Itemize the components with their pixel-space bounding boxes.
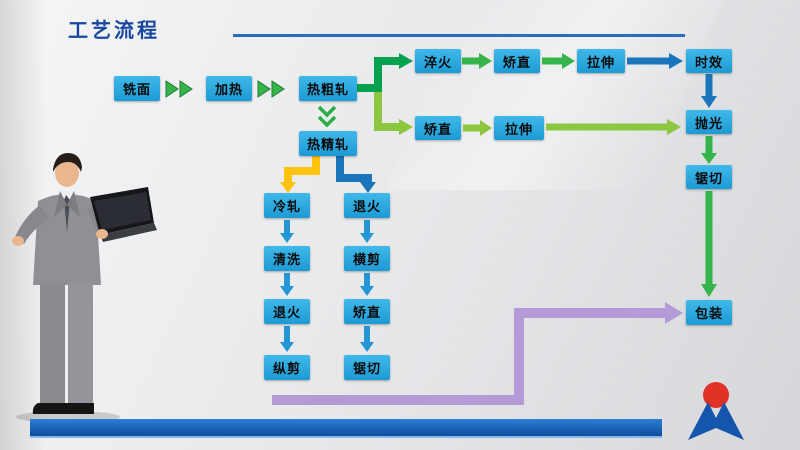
connector-hot-rough-quench — [357, 53, 413, 92]
slide-title: 工艺流程 — [68, 18, 160, 42]
connector-hot-finish-anneal — [336, 156, 376, 193]
connector-straighten-stretch — [542, 53, 575, 69]
connector-clean-anneal — [280, 273, 294, 296]
node-hot-rough-rolling: 热粗轧 — [299, 76, 357, 101]
company-logo — [688, 382, 744, 440]
logo-blue-mark — [688, 402, 744, 440]
connector-cold-roll-clean — [280, 220, 294, 243]
node-sawing-bottom: 锯切 — [344, 355, 390, 380]
connector-quench-straighten — [462, 53, 492, 69]
node-cross-shearing: 横剪 — [344, 246, 390, 271]
node-annealing-right: 退火 — [344, 193, 390, 218]
node-milling: 铣面 — [114, 76, 160, 101]
laptop — [90, 187, 157, 242]
node-sawing-right: 锯切 — [686, 165, 732, 189]
title-underline — [233, 34, 685, 37]
connector-hot-rough-hot-finish — [317, 105, 337, 128]
connector-mill-heat — [165, 80, 193, 98]
node-packing: 包装 — [686, 300, 732, 325]
connector-bottom-pack — [272, 302, 683, 405]
connector-anneal-slit — [280, 326, 294, 352]
connector-anneal-cross-shear — [360, 220, 374, 243]
node-stretching-mid: 拉伸 — [494, 116, 544, 140]
node-polishing: 抛光 — [686, 110, 732, 134]
node-cleaning: 清洗 — [264, 246, 310, 271]
node-slitting: 纵剪 — [264, 355, 310, 380]
connector-aging-polish — [701, 74, 717, 108]
node-straightening-top: 矫直 — [494, 49, 540, 73]
connector-stretch-mid-polish — [546, 119, 681, 135]
node-stretching-top: 拉伸 — [577, 49, 625, 73]
node-straightening-mid: 矫直 — [415, 116, 461, 140]
connector-stretch-aging — [627, 53, 683, 69]
connector-straighten-mid-stretch-mid — [463, 120, 492, 136]
connector-heat-hot-rough — [257, 80, 285, 98]
node-quenching: 淬火 — [415, 49, 461, 73]
node-heating: 加热 — [206, 76, 252, 101]
footer-bar — [30, 419, 662, 438]
connector-polish-saw — [701, 136, 717, 164]
connector-saw-pack — [701, 191, 717, 297]
connector-hot-rough-straighten-mid — [374, 84, 413, 135]
node-straightening-bottom: 矫直 — [344, 299, 390, 324]
connector-straighten-saw-bottom — [360, 326, 374, 352]
presenter-photo — [12, 153, 157, 423]
node-aging: 时效 — [686, 49, 732, 73]
presenter-hair — [53, 153, 82, 172]
logo-red-circle — [703, 382, 729, 408]
node-cold-rolling: 冷轧 — [264, 193, 310, 218]
node-hot-finish-rolling: 热精轧 — [299, 131, 357, 156]
connector-cross-shear-straighten — [360, 273, 374, 296]
node-annealing-left: 退火 — [264, 299, 310, 324]
connector-hot-finish-cold-roll — [280, 156, 320, 193]
